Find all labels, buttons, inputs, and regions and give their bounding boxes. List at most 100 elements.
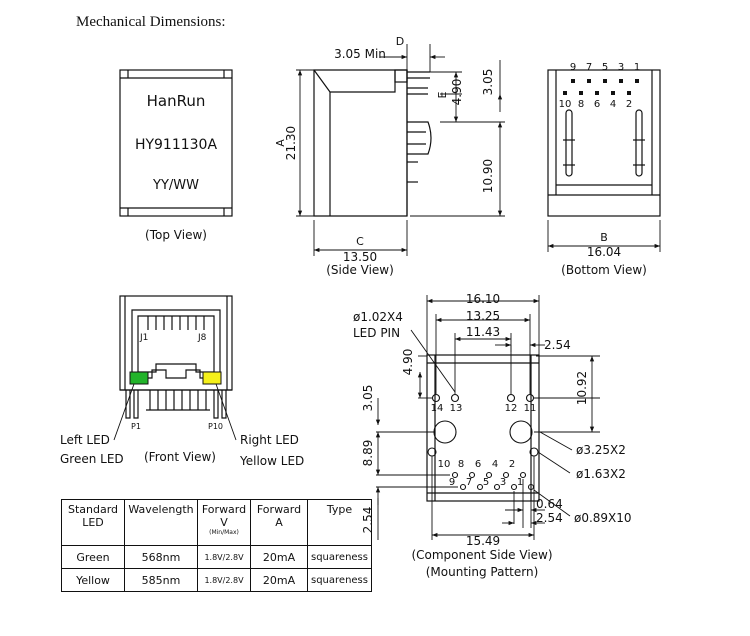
front-p10-label: P10: [208, 422, 223, 431]
dim-b-value: 16.04: [587, 245, 621, 259]
dim-305: 3.05: [361, 385, 375, 412]
front-p1-label: P1: [131, 422, 141, 431]
current-cell: 20mA: [250, 545, 308, 569]
led-pin-number: 14: [431, 403, 444, 414]
front-view-caption: (Front View): [144, 450, 216, 464]
dim-254-mid: 2.54: [536, 511, 563, 525]
table-header: Wavelength: [124, 499, 198, 546]
dim-d-value: 3.05 Min: [334, 47, 386, 61]
top-view-outline: [119, 69, 233, 217]
led-color-cell: Yellow: [61, 568, 125, 592]
pin-number: 3: [500, 477, 506, 488]
type-cell: squareness: [307, 545, 372, 569]
pin-number: 2: [509, 459, 515, 470]
dim-889: 8.89: [361, 440, 375, 467]
pin-number: 4: [492, 459, 498, 470]
dim-1610: 16.10: [466, 292, 500, 306]
front-j8-label: J8: [197, 333, 207, 343]
bottom-pin-label: 4: [610, 99, 616, 110]
front-view-leaders: [113, 383, 237, 441]
component-view-dimensions: [375, 295, 600, 540]
right-led-color-label: Yellow LED: [239, 454, 304, 468]
dim-1090: 10.90: [481, 159, 495, 193]
dim-e-label: E: [436, 91, 449, 98]
green-led: [129, 371, 149, 385]
pin-number: 8: [458, 459, 464, 470]
side-view-caption: (Side View): [326, 263, 394, 277]
pin-number: 10: [438, 459, 451, 470]
front-j1-label: J1: [139, 333, 148, 343]
top-view-brand: HanRun: [147, 92, 206, 110]
dim-a-label: A: [274, 139, 287, 147]
pin-number: 9: [449, 477, 455, 488]
hole-089-label: ø0.89X10: [574, 511, 632, 525]
top-view: [119, 69, 233, 217]
pin-number: 5: [483, 477, 489, 488]
left-led-color-label: Green LED: [60, 452, 124, 466]
voltage-cell: 1.8V/2.8V: [197, 545, 251, 569]
bottom-view-dimensions: [547, 220, 661, 252]
bottom-view-caption: (Bottom View): [561, 263, 647, 277]
bottom-pin-label: 6: [594, 99, 600, 110]
bottom-pin-label: 9: [570, 62, 576, 73]
bottom-pin-label: 10: [559, 99, 572, 110]
bottom-view-pins: [563, 79, 639, 95]
dim-064: 0.64: [536, 497, 563, 511]
table-header: Type: [307, 499, 372, 546]
bottom-pin-label: 2: [626, 99, 632, 110]
mounting-pattern-caption: (Mounting Pattern): [426, 565, 539, 579]
led-pin-label: LED PIN: [353, 326, 400, 340]
dim-a-value: 21.30: [284, 126, 298, 160]
bottom-pin-label: 5: [602, 62, 608, 73]
dim-b-label: B: [600, 231, 608, 244]
dim-1143: 11.43: [466, 325, 500, 339]
led-color-cell: Green: [61, 545, 125, 569]
bottom-pin-label: 1: [634, 62, 640, 73]
type-cell: squareness: [307, 568, 372, 592]
dim-490: 4.90: [401, 349, 415, 376]
dim-1549: 15.49: [466, 534, 500, 548]
pin-number: 1: [517, 477, 523, 488]
top-view-part-number: HY911130A: [135, 137, 218, 153]
page-title: Mechanical Dimensions:: [76, 14, 226, 30]
hole-325-label: ø3.25X2: [576, 443, 626, 457]
pin-number: 6: [475, 459, 481, 470]
front-view: [119, 295, 233, 419]
bottom-pin-label: 3: [618, 62, 624, 73]
dim-d-label: D: [396, 35, 404, 48]
dim-c-label: C: [356, 235, 364, 248]
led-pin-number: 13: [450, 403, 463, 414]
side-view-dimensions: [296, 44, 505, 256]
top-view-caption: (Top View): [145, 228, 207, 242]
led-pin-size: ø1.02X4: [353, 310, 403, 324]
dim-1092: 10.92: [575, 371, 589, 405]
wavelength-cell: 568nm: [124, 545, 198, 569]
dim-e-value: 4.90: [450, 79, 464, 106]
side-view: [313, 69, 432, 217]
hole-163-label: ø1.63X2: [576, 467, 626, 481]
right-led-label: Right LED: [240, 433, 299, 447]
dim-c-value: 13.50: [343, 250, 377, 264]
table-row: Yellow 585nm 1.8V/2.8V 20mA squareness: [61, 568, 372, 592]
dim-305-side: 3.05: [481, 69, 495, 96]
component-view-caption: (Component Side View): [411, 548, 552, 562]
yellow-led: [202, 371, 222, 385]
led-pin-number: 11: [524, 403, 537, 414]
pin-number: 7: [466, 477, 472, 488]
bottom-view: [547, 69, 661, 217]
wavelength-cell: 585nm: [124, 568, 198, 592]
dim-254-right: 2.54: [544, 338, 571, 352]
dim-1325: 13.25: [466, 309, 500, 323]
bottom-pin-label: 7: [586, 62, 592, 73]
voltage-cell: 1.8V/2.8V: [197, 568, 251, 592]
led-pin-number: 12: [505, 403, 518, 414]
top-view-date-code: YY/WW: [152, 178, 199, 193]
left-led-label: Left LED: [60, 433, 110, 447]
bottom-pin-label: 8: [578, 99, 584, 110]
